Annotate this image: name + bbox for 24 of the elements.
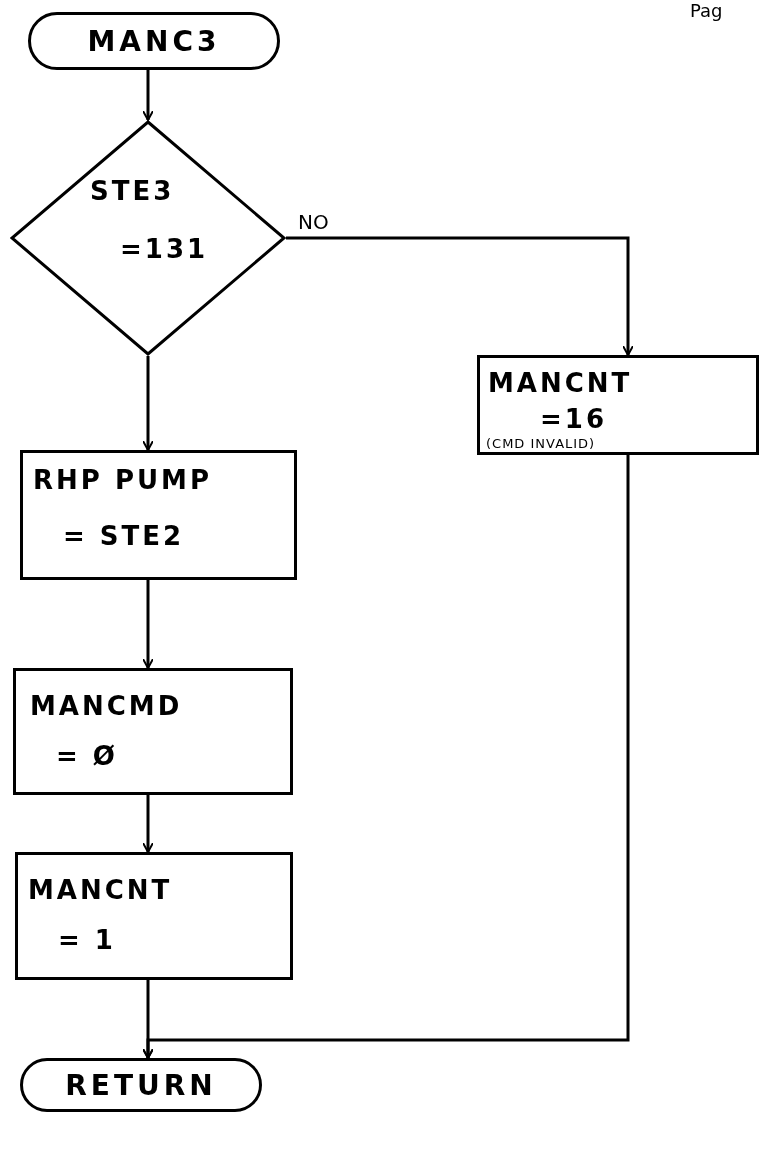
process-box	[20, 450, 297, 580]
node-title: RHP PUMP	[33, 465, 212, 495]
node-title: RETURN	[65, 1068, 217, 1102]
arrow	[142, 580, 154, 669]
process-box	[15, 852, 293, 980]
node-title: MANCMD	[30, 691, 183, 721]
process-box	[13, 668, 293, 795]
arrow	[142, 70, 154, 121]
node-text: =131	[120, 234, 209, 264]
node-text: = 1	[58, 925, 116, 955]
arrow	[142, 356, 154, 451]
node-title: MANC3	[87, 24, 221, 58]
node-title: STE3	[90, 176, 175, 206]
arrow	[142, 795, 154, 853]
node-text: = Ø	[56, 741, 118, 771]
node-title: MANCNT	[488, 368, 633, 398]
node-text: (CMD INVALID)	[486, 436, 596, 451]
node-text: =16	[540, 404, 607, 434]
decision-diamond	[10, 120, 286, 356]
process-box	[477, 355, 759, 455]
arrow	[142, 455, 630, 1059]
node-title: MANCNT	[28, 875, 173, 905]
arrow	[286, 236, 634, 356]
node-text: = STE2	[63, 521, 185, 551]
